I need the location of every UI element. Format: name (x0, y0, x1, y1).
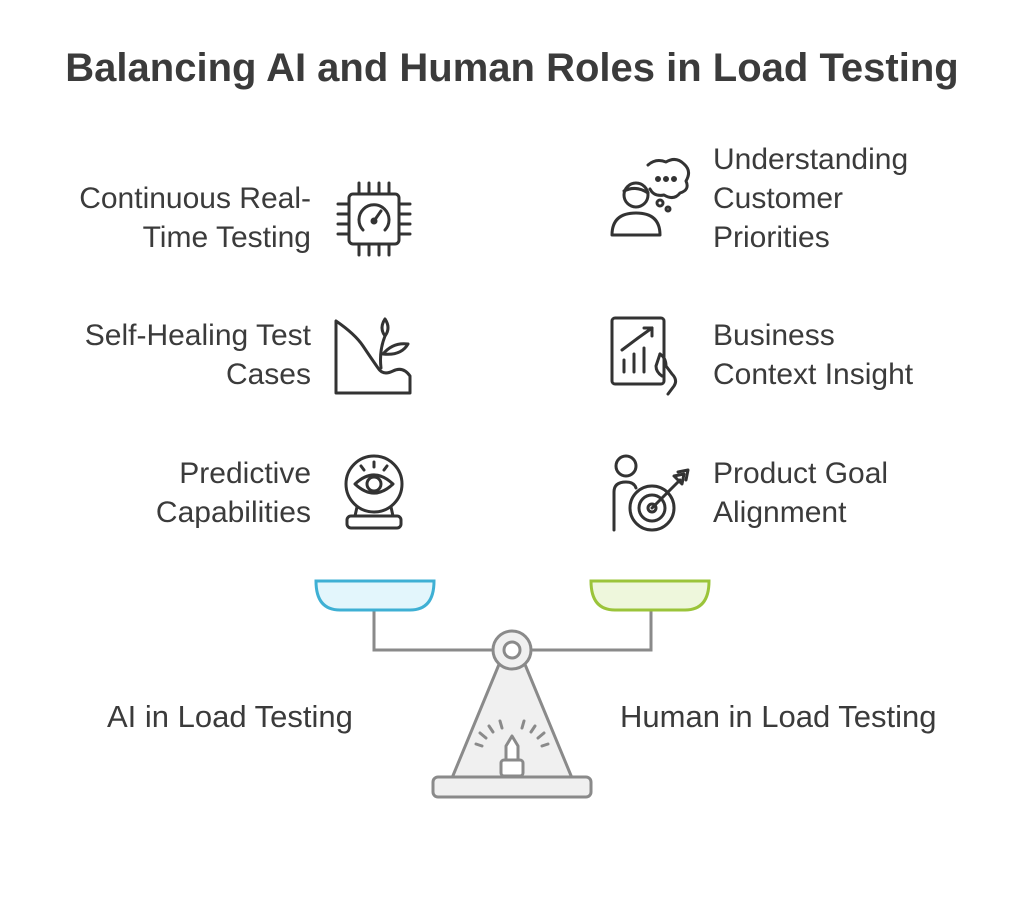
sprout-icon (333, 316, 415, 398)
page-title: Balancing AI and Human Roles in Load Tes… (65, 46, 959, 90)
human-item-label: Understanding Customer Priorities (713, 143, 909, 254)
scale-arm (372, 610, 653, 652)
scale-dial-ticks (474, 719, 550, 748)
human-item-label: Product Goal Alignment (713, 457, 889, 529)
ai-pan (314, 579, 436, 612)
tablet-chart-icon (608, 314, 692, 398)
person-thinking-icon (608, 157, 692, 241)
human-item-label: Business Context Insight (713, 319, 914, 391)
scale-needle (504, 734, 520, 760)
ai-item-label: Predictive Capabilities (155, 457, 311, 529)
ai-item-label: Continuous Real- Time Testing (79, 182, 311, 254)
human-pan (589, 579, 711, 612)
ai-caption: AI in Load Testing (107, 699, 353, 734)
person-target-icon (608, 452, 692, 536)
human-caption: Human in Load Testing (620, 699, 937, 734)
scale-base (431, 775, 593, 799)
cpu-gauge-icon (333, 178, 415, 260)
crystal-ball-eye-icon (333, 452, 415, 534)
ai-item-label: Self-Healing Test Cases (84, 319, 311, 391)
